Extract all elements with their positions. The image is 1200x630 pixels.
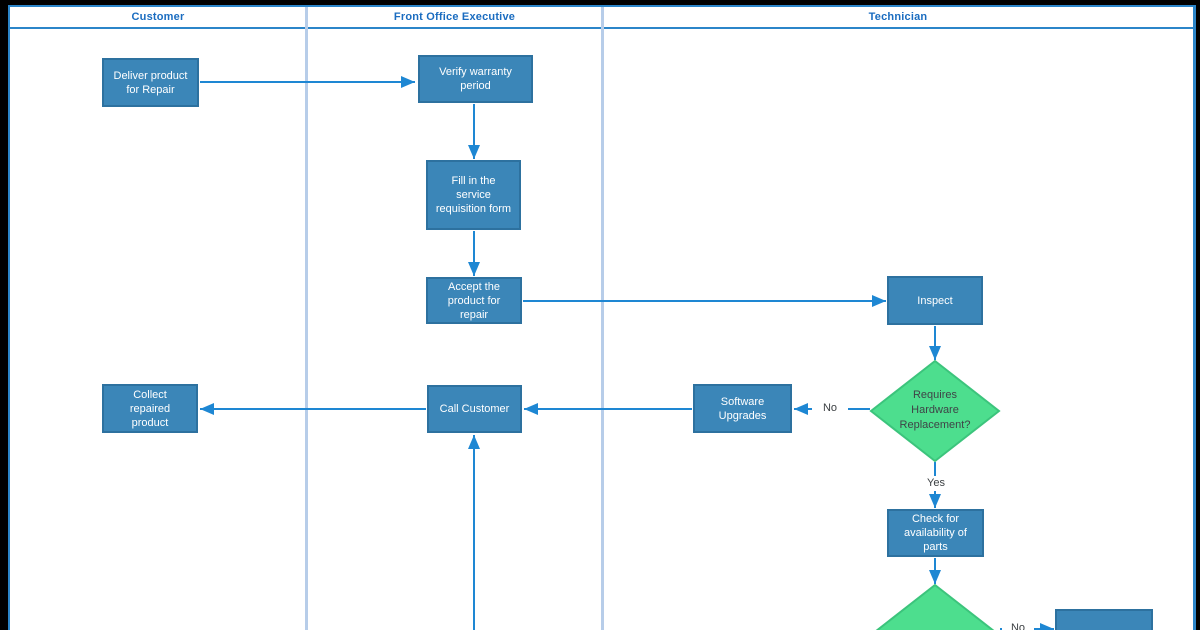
edge-label-no-bottom: No: [1002, 621, 1034, 630]
lane-title-text: Customer: [131, 11, 185, 23]
node-fill-requisition-form: Fill in the service requisition form: [426, 160, 521, 230]
node-call-customer: Call Customer: [427, 385, 522, 433]
node-label: Inspect: [917, 294, 953, 307]
node-accept-product: Accept the product for repair: [426, 277, 522, 324]
node-collect-repaired-product: Collect repaired product: [102, 384, 198, 433]
pool-border-right: [1193, 5, 1196, 630]
lane-title-front-office-executive: Front Office Executive: [308, 7, 601, 27]
node-label: Collect repaired product: [129, 388, 171, 429]
node-label: Deliver product for Repair: [113, 69, 188, 96]
lane-title-technician: Technician: [604, 7, 1192, 27]
lane-title-customer: Customer: [11, 7, 305, 27]
node-label: Accept the product for repair: [447, 280, 501, 321]
node-label: Fill in the service requisition form: [435, 175, 512, 215]
edge-label-yes: Yes: [915, 476, 957, 491]
edge-label-no: No: [812, 401, 848, 416]
decision-requires-hardware-label: Requires Hardware Replacement?: [899, 389, 971, 431]
letterbox-left: [0, 0, 8, 630]
lane-title-text: Front Office Executive: [393, 11, 516, 23]
node-software-upgrades: Software Upgrades: [693, 384, 792, 433]
node-label: Check for availability of parts: [904, 513, 967, 553]
node-label: Call Customer: [439, 403, 510, 415]
node-bottom-right-partial: [1055, 609, 1153, 630]
node-check-parts: Check for availability of parts: [887, 509, 984, 557]
letterbox-right: [1196, 0, 1200, 630]
node-label: Verify warranty period: [439, 66, 512, 92]
lane-divider-2: [601, 7, 604, 630]
pool-border-left: [8, 5, 10, 630]
node-inspect: Inspect: [887, 276, 983, 325]
lane-divider-1: [305, 7, 308, 630]
letterbox-top: [0, 0, 1200, 5]
pool-border-top: [8, 5, 1196, 7]
node-label: Software Upgrades: [718, 395, 767, 422]
decision-parts-availability-diamond: [875, 583, 995, 630]
node-deliver-product: Deliver product for Repair: [102, 58, 199, 107]
node-verify-warranty: Verify warranty period: [418, 55, 533, 103]
lane-title-text: Technician: [868, 11, 928, 23]
